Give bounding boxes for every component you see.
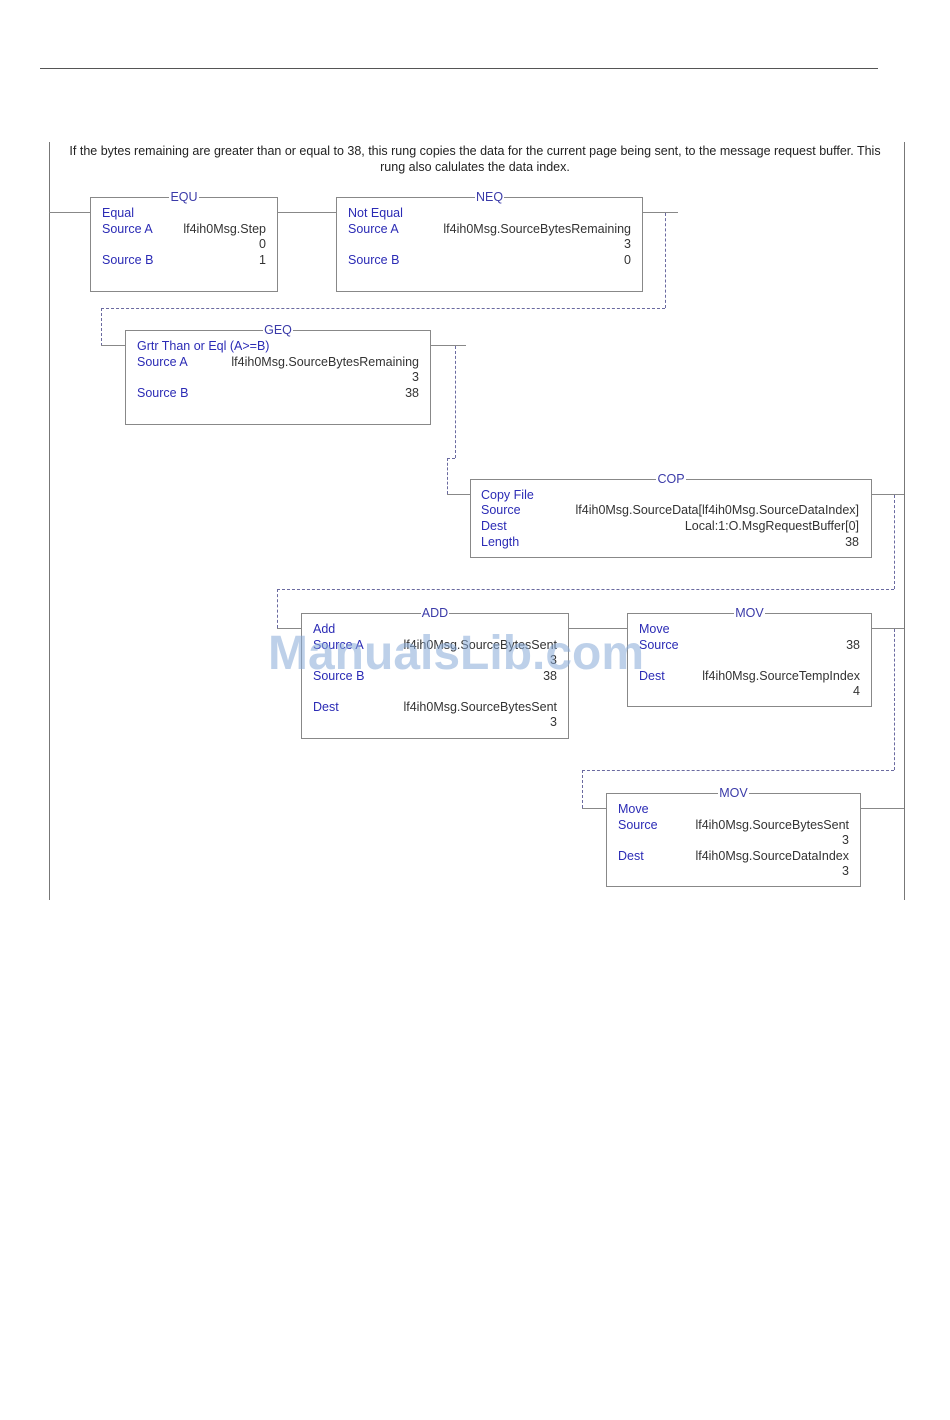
- wire-branch-4-down: [894, 629, 895, 770]
- neq-source-b-label: Source B: [348, 253, 400, 267]
- mov-data-index-block[interactable]: MOV Move Source lf4ih0Msg.SourceBytesSen…: [606, 786, 861, 887]
- mov-temp-index-dest-tag[interactable]: lf4ih0Msg.SourceTempIndex: [702, 669, 860, 683]
- geq-source-a-value: 3: [412, 370, 419, 384]
- wire-branch-2-down: [455, 346, 456, 458]
- neq-source-b-value[interactable]: 0: [624, 253, 631, 267]
- mov-temp-index-source-label: Source: [639, 638, 679, 652]
- wire-rail-to-equ: [49, 212, 90, 213]
- add-source-b-value[interactable]: 38: [543, 669, 557, 683]
- neq-source-a-tag[interactable]: lf4ih0Msg.SourceBytesRemaining: [443, 222, 631, 236]
- wire-branch-3-across: [277, 589, 894, 590]
- wire-branch-4-across: [582, 770, 894, 771]
- wire-into-geq: [101, 345, 125, 346]
- add-instruction-block[interactable]: ADD Add Source A lf4ih0Msg.SourceBytesSe…: [301, 606, 569, 739]
- equ-source-a-value: 0: [259, 237, 266, 251]
- add-dest-tag[interactable]: lf4ih0Msg.SourceBytesSent: [403, 700, 557, 714]
- equ-source-b-value[interactable]: 1: [259, 253, 266, 267]
- wire-branch-2-across: [447, 458, 455, 459]
- add-source-a-label: Source A: [313, 638, 364, 652]
- geq-name: Grtr Than or Eql (A>=B): [137, 339, 270, 353]
- equ-name: Equal: [102, 206, 134, 220]
- left-power-rail: [49, 142, 50, 900]
- neq-source-a-value: 3: [624, 237, 631, 251]
- cop-source-tag[interactable]: lf4ih0Msg.SourceData[lf4ih0Msg.SourceDat…: [575, 503, 859, 517]
- wire-mov2-to-rail: [861, 808, 904, 809]
- geq-source-b-value[interactable]: 38: [405, 386, 419, 400]
- wire-into-add: [277, 628, 301, 629]
- add-dest-label: Dest: [313, 700, 339, 714]
- equ-source-b-label: Source B: [102, 253, 154, 267]
- geq-title: GEQ: [263, 323, 293, 337]
- mov-data-index-source-tag[interactable]: lf4ih0Msg.SourceBytesSent: [695, 818, 849, 832]
- geq-source-a-tag[interactable]: lf4ih0Msg.SourceBytesRemaining: [231, 355, 419, 369]
- cop-length-value[interactable]: 38: [845, 535, 859, 549]
- mov-temp-index-block[interactable]: MOV Move Source 38 Dest lf4ih0Msg.Source…: [627, 606, 872, 707]
- mov-data-index-dest-value: 3: [842, 864, 849, 878]
- mov-temp-index-source-value[interactable]: 38: [846, 638, 860, 652]
- cop-length-label: Length: [481, 535, 520, 549]
- wire-branch-2-into-cop: [447, 458, 448, 494]
- mov-data-index-name: Move: [618, 802, 649, 816]
- rung-comment: If the bytes remaining are greater than …: [69, 144, 881, 174]
- cop-name: Copy File: [481, 488, 534, 502]
- mov-temp-index-name: Move: [639, 622, 670, 636]
- wire-geq-out: [431, 345, 466, 346]
- neq-title: NEQ: [474, 190, 505, 204]
- mov-data-index-title: MOV: [718, 786, 749, 800]
- mov-data-index-source-label: Source: [618, 818, 658, 832]
- add-source-a-value: 3: [550, 653, 557, 667]
- equ-title: EQU: [169, 190, 199, 204]
- cop-title: COP: [656, 472, 686, 486]
- mov-temp-index-title: MOV: [734, 606, 765, 620]
- page-top-rule: [40, 68, 878, 69]
- equ-instruction-block[interactable]: EQU Equal Source A lf4ih0Msg.Step 0 Sour…: [90, 190, 278, 292]
- cop-source-label: Source: [481, 503, 521, 517]
- wire-equ-to-neq: [278, 212, 336, 213]
- mov-data-index-dest-label: Dest: [618, 849, 644, 863]
- wire-cop-to-rail: [872, 494, 904, 495]
- add-source-a-tag[interactable]: lf4ih0Msg.SourceBytesSent: [403, 638, 557, 652]
- add-name: Add: [313, 622, 336, 636]
- mov-data-index-source-value: 3: [842, 833, 849, 847]
- wire-add-to-mov: [569, 628, 627, 629]
- wire-branch-3-into-add: [277, 589, 278, 628]
- geq-instruction-block[interactable]: GEQ Grtr Than or Eql (A>=B) Source A lf4…: [125, 323, 431, 425]
- wire-neq-out: [643, 212, 678, 213]
- cop-instruction-block[interactable]: COP Copy File Source lf4ih0Msg.SourceDat…: [470, 472, 872, 558]
- add-title: ADD: [420, 606, 450, 620]
- right-power-rail: [904, 142, 905, 900]
- wire-into-mov2: [582, 808, 606, 809]
- geq-source-b-label: Source B: [137, 386, 189, 400]
- cop-dest-label: Dest: [481, 519, 507, 533]
- wire-branch-1-across: [101, 308, 665, 309]
- wire-mov-to-rail: [872, 628, 904, 629]
- equ-source-a-tag[interactable]: lf4ih0Msg.Step: [183, 222, 266, 236]
- mov-data-index-dest-tag[interactable]: lf4ih0Msg.SourceDataIndex: [695, 849, 849, 863]
- wire-branch-1-into-geq: [101, 308, 102, 346]
- neq-source-a-label: Source A: [348, 222, 399, 236]
- cop-dest-tag[interactable]: Local:1:O.MsgRequestBuffer[0]: [684, 519, 859, 533]
- neq-name: Not Equal: [348, 206, 403, 220]
- geq-source-a-label: Source A: [137, 355, 188, 369]
- wire-branch-4-into-mov2: [582, 770, 583, 808]
- add-source-b-label: Source B: [313, 669, 365, 683]
- add-dest-value: 3: [550, 715, 557, 729]
- wire-branch-1-down: [665, 213, 666, 308]
- neq-instruction-block[interactable]: NEQ Not Equal Source A lf4ih0Msg.SourceB…: [336, 190, 643, 292]
- mov-temp-index-dest-label: Dest: [639, 669, 665, 683]
- wire-into-cop: [447, 494, 470, 495]
- equ-source-a-label: Source A: [102, 222, 153, 236]
- wire-branch-3-down: [894, 495, 895, 589]
- mov-temp-index-dest-value: 4: [853, 684, 860, 698]
